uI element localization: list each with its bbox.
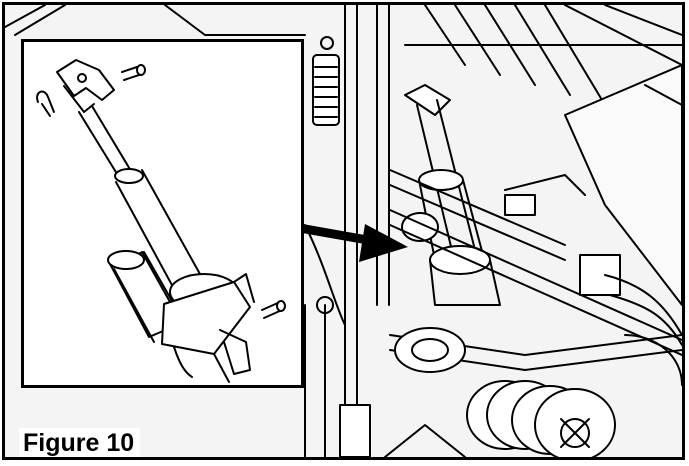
machine-assembly-drawing [5, 5, 682, 457]
actuator-detail-drawing [36, 59, 286, 383]
inset-detail-panel [21, 39, 304, 388]
figure-caption: Figure 10 [19, 428, 141, 457]
figure-frame: Figure 10 [2, 2, 685, 460]
